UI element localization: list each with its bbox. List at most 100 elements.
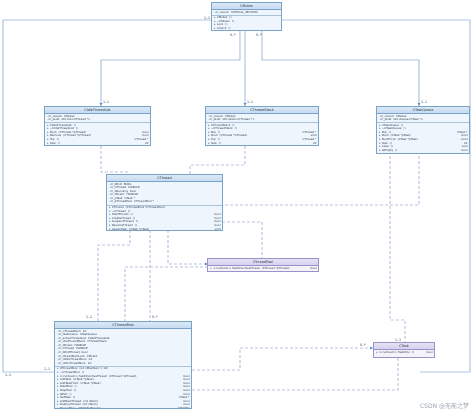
- visibility-marker: -: [56, 354, 58, 358]
- operation-row: +IsExit()bool: [57, 393, 190, 397]
- member-type: (): [69, 392, 72, 396]
- member-name: +Top: [208, 138, 216, 142]
- member-type: (): [232, 123, 235, 127]
- visibility-marker: +: [378, 145, 381, 149]
- member-identifier: CThread: [111, 206, 124, 210]
- return-type: [279, 27, 280, 30]
- member-name: -m_pList: [47, 118, 60, 122]
- member-name: +Clear: [208, 145, 219, 146]
- operation-row: +~CTaskQueue(): [379, 127, 468, 131]
- class-box-ctask[interactable]: CTask+<<virtual>> TaskProc()bool: [373, 342, 435, 358]
- member-name: -m_hThread: [109, 186, 127, 190]
- return-type: bool: [461, 148, 468, 152]
- member-name: -m_hThread: [57, 347, 75, 351]
- multiplicity-label: 1..1: [44, 367, 51, 371]
- visibility-marker: -: [56, 351, 58, 355]
- member-name: +AddTaskFront: [57, 382, 79, 386]
- member-name: +Remove: [47, 134, 62, 138]
- member-type: CRITICAL_SECTION: [231, 10, 258, 14]
- member-name: +Top: [47, 138, 55, 142]
- member-identifier: Lock: [216, 23, 224, 27]
- operation-row: +CThreadPool(int nMaxNum = 10): [57, 367, 190, 371]
- member-type: (): [217, 130, 221, 134]
- visibility-marker: +: [207, 138, 210, 142]
- member-name: -m_nMaxThreadNum: [57, 358, 87, 362]
- operations-section: +CTaskQueue()+~CTaskQueue()+Pop()CTask *…: [377, 123, 469, 153]
- visibility-marker: +: [108, 220, 111, 224]
- visibility-marker: -: [108, 182, 110, 186]
- visibility-marker: +: [56, 399, 59, 403]
- member-identifier: StartThread: [111, 213, 129, 217]
- operation-row: +AddTask(CTask *pTask)bool: [57, 378, 190, 382]
- member-type: (): [218, 145, 309, 146]
- member-type: bool: [81, 351, 88, 355]
- operation-row: +Clear()void: [47, 145, 149, 146]
- member-identifier: ~CIdleThreadList: [49, 127, 74, 131]
- class-box-ithreadpool[interactable]: IThreadPool+<<virtual>> SwitchActiveThre…: [207, 258, 319, 272]
- member-identifier: m_csLock: [48, 114, 63, 118]
- member-identifier: m_bExitThread: [58, 351, 80, 355]
- operation-row: +~CThread(): [109, 210, 221, 214]
- member-type: (): [228, 26, 231, 30]
- visibility-marker: -: [56, 333, 58, 337]
- visibility-marker: +: [378, 123, 381, 127]
- member-identifier: IsEmpty: [381, 148, 394, 152]
- member-identifier: Pop: [381, 130, 387, 134]
- member-name: +Pop: [379, 131, 387, 135]
- member-type: (): [73, 123, 76, 127]
- member-type: (): [57, 141, 60, 145]
- multiplicity-label: 1..1: [103, 100, 110, 104]
- operation-row: +Size()int: [208, 141, 317, 145]
- member-name: +Pop: [208, 131, 216, 135]
- member-name: +CreateThread: [109, 217, 131, 221]
- member-identifier: DestroyThread: [59, 403, 81, 407]
- member-type: CMutex: [86, 354, 98, 358]
- operation-row: +Push(CThread *pThread)void: [208, 134, 317, 138]
- return-type: bool: [214, 224, 221, 228]
- member-name: +CThread: [109, 206, 124, 210]
- member-identifier: ~CMutex: [216, 19, 230, 23]
- member-type: (): [229, 16, 232, 20]
- visibility-marker: -: [56, 343, 58, 347]
- member-identifier: ~CThreadStack: [210, 127, 233, 131]
- member-identifier: m_csLock: [209, 114, 224, 118]
- operations-section: +CMutex()+~CMutex()+Lock()+Unlock(): [212, 16, 281, 30]
- arrowhead: [417, 103, 421, 106]
- member-type: (): [218, 141, 221, 145]
- multiplicity-label: 1..1: [86, 315, 93, 319]
- member-name: +~CThreadStack: [208, 127, 233, 131]
- visibility-marker: +: [46, 138, 49, 142]
- member-identifier: m_hEvent: [110, 193, 125, 197]
- member-name: -m_idleThreadStack: [57, 340, 86, 344]
- visibility-marker: -: [56, 340, 58, 344]
- member-identifier: Size: [381, 141, 388, 145]
- member-type: (): [403, 127, 406, 131]
- operation-row: +GetTask()CTask *: [57, 396, 190, 400]
- member-type: (): [74, 389, 77, 392]
- member-name: +GetTask: [57, 396, 71, 400]
- member-identifier: m_hThread: [58, 347, 75, 351]
- operation-row: +Size()int: [47, 141, 149, 145]
- member-name: +AddTask: [57, 378, 72, 382]
- member-name: +StopPool: [57, 389, 73, 393]
- member-type: (CTask *pTask): [80, 381, 101, 385]
- member-identifier: m_nMinThreadNum: [58, 361, 86, 365]
- multiplicity-label: 1..1: [247, 100, 254, 104]
- return-type: CThread *: [134, 138, 149, 142]
- member-name: -m_activeThreadList: [57, 337, 86, 341]
- member-name: +SuspendThread: [109, 220, 134, 224]
- visibility-marker: +: [56, 406, 59, 409]
- operations-section: +<<virtual>> SwitchActiveThread(CThread …: [208, 266, 318, 271]
- member-type: (LPVOID lParam): [77, 406, 101, 409]
